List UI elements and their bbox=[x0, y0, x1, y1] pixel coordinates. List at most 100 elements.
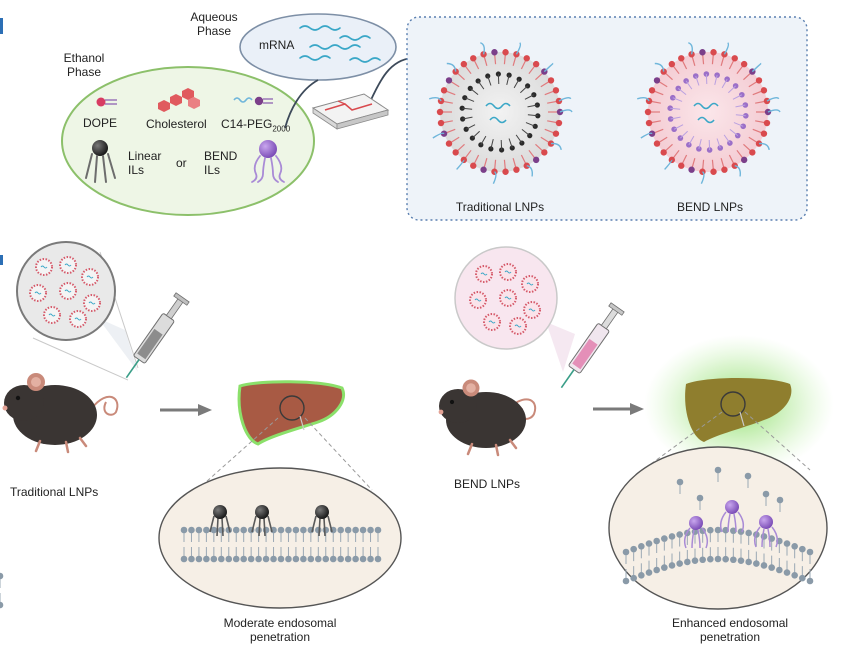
membrane-head-bottom bbox=[367, 555, 374, 563]
bend-il-ball bbox=[759, 515, 773, 529]
linear-il-tail bbox=[464, 97, 475, 102]
arrow-traditional bbox=[160, 404, 212, 416]
bend-il-head bbox=[742, 102, 749, 108]
lipid-head bbox=[755, 77, 763, 84]
mini-mrna bbox=[48, 313, 56, 317]
lipid-head bbox=[740, 156, 748, 164]
bend-il-tail bbox=[680, 130, 688, 139]
bend-il-tail bbox=[688, 135, 695, 146]
membrane-head-bottom bbox=[783, 569, 791, 576]
membrane-head-bottom bbox=[645, 569, 653, 576]
aqueous-phase-label: Aqueous Phase bbox=[184, 10, 244, 38]
ethanol-tube bbox=[284, 79, 319, 129]
linear-il-tail bbox=[508, 138, 513, 149]
membrane-head-bottom bbox=[285, 555, 292, 563]
ethanol-phase-oval bbox=[61, 66, 315, 216]
membrane-head-top bbox=[292, 526, 300, 534]
lipid-head bbox=[688, 166, 695, 173]
mouse-bend bbox=[438, 379, 537, 457]
bend-il-insert bbox=[719, 511, 745, 533]
lipid-head bbox=[760, 130, 768, 137]
membrane-head-top bbox=[337, 526, 344, 534]
membrane-head-top bbox=[359, 526, 367, 534]
lipid-head bbox=[555, 97, 563, 105]
membrane-head-top bbox=[630, 545, 637, 553]
bend-il-insert bbox=[753, 526, 779, 548]
linear-il-head bbox=[531, 92, 537, 98]
peg-chain bbox=[526, 165, 533, 177]
mini-mrna bbox=[74, 317, 82, 321]
peg-chain bbox=[559, 109, 573, 113]
membrane-head-top bbox=[374, 526, 382, 534]
membrane-head-bottom bbox=[730, 556, 737, 564]
membrane-head-bottom bbox=[240, 555, 247, 563]
free-lipid-head bbox=[744, 472, 752, 480]
linear-il-ball bbox=[255, 505, 269, 519]
peg-chain bbox=[492, 171, 497, 184]
membrane-head-top bbox=[645, 540, 653, 547]
lipid-head bbox=[523, 55, 530, 62]
bend-lnps-label-a: BEND LNPs bbox=[676, 200, 744, 214]
linear-il-head bbox=[516, 76, 522, 82]
dope-glyph bbox=[96, 97, 117, 107]
peg-glyph bbox=[233, 96, 273, 106]
linear-il-tail bbox=[469, 87, 479, 95]
ethanol-line2: Phase bbox=[66, 65, 102, 79]
bend-il-head bbox=[703, 71, 710, 77]
membrane-head-bottom bbox=[691, 557, 699, 564]
linear-il-tail bbox=[525, 122, 536, 127]
membrane-head-top bbox=[352, 526, 359, 534]
membrane-head-bottom bbox=[684, 558, 691, 566]
bend-lnp-particle bbox=[637, 42, 781, 184]
lipid-head bbox=[502, 168, 509, 175]
membrane-head-bottom bbox=[322, 555, 330, 563]
peg-chain bbox=[664, 159, 673, 170]
aqueous-line1: Aqueous bbox=[190, 10, 238, 24]
magnifier-cone bbox=[546, 322, 575, 372]
linear-il-insert bbox=[251, 515, 273, 537]
bend-il-tail bbox=[721, 78, 728, 89]
membrane-head-bottom bbox=[225, 555, 233, 563]
mini-mrna bbox=[514, 324, 522, 328]
mini-mrna bbox=[34, 291, 42, 295]
bend-il-tail bbox=[670, 116, 681, 120]
linear-il-tail bbox=[480, 135, 487, 146]
peg-chain bbox=[429, 97, 442, 102]
peg-chain bbox=[654, 62, 665, 72]
endosome-traditional bbox=[158, 467, 402, 609]
linear-il-tail bbox=[513, 78, 520, 89]
linear-il-tail bbox=[472, 130, 480, 139]
linear-il-insert bbox=[311, 515, 333, 537]
peg-chain bbox=[758, 142, 770, 151]
bend-il-tail bbox=[670, 107, 681, 110]
bend-il-tail bbox=[698, 139, 702, 150]
peg-main: C14-PEG bbox=[221, 117, 273, 131]
linear-il-tail bbox=[527, 114, 538, 117]
peg-chain bbox=[766, 97, 780, 102]
traditional-lnp-particle bbox=[429, 42, 573, 184]
peg-chain bbox=[637, 97, 650, 102]
membrane-head-bottom bbox=[622, 577, 630, 585]
lipid-head bbox=[763, 119, 771, 127]
dope-label: DOPE bbox=[83, 116, 118, 130]
peg-label: C14-PEG2000 bbox=[221, 117, 290, 136]
free-lipid-head bbox=[676, 478, 684, 486]
peg-chain bbox=[734, 165, 741, 177]
lipid-head bbox=[513, 166, 520, 173]
membrane-head-bottom bbox=[270, 555, 277, 563]
ethanol-line1: Ethanol bbox=[63, 51, 105, 65]
lipid-head bbox=[555, 119, 563, 127]
membrane-head-bottom bbox=[315, 555, 322, 563]
lipid-head bbox=[668, 60, 676, 68]
membrane-head-top bbox=[210, 526, 218, 534]
membrane-head-bottom bbox=[180, 555, 188, 563]
membrane-head-bottom bbox=[359, 555, 367, 563]
liver-traditional bbox=[237, 380, 345, 446]
linear-il-tail bbox=[521, 129, 531, 137]
mrna-label: mRNA bbox=[259, 38, 295, 52]
membrane-head-bottom bbox=[232, 555, 240, 563]
lipid-head bbox=[470, 162, 477, 169]
output-tube bbox=[369, 57, 413, 103]
bend-il-tail bbox=[735, 104, 746, 108]
